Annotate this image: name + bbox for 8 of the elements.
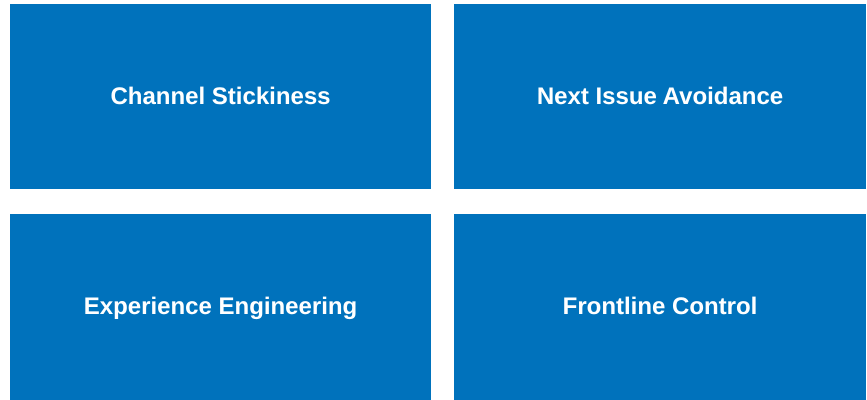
tile-title: Experience Engineering xyxy=(84,293,358,321)
category-tile xyxy=(454,214,866,400)
category-tile xyxy=(454,4,866,189)
tile-title: Next Issue Avoidance xyxy=(536,82,784,110)
tile-title: Frontline Control xyxy=(562,293,758,321)
tile-title: Channel Stickiness xyxy=(110,82,331,110)
category-tile xyxy=(10,214,431,400)
category-tile xyxy=(10,4,431,189)
